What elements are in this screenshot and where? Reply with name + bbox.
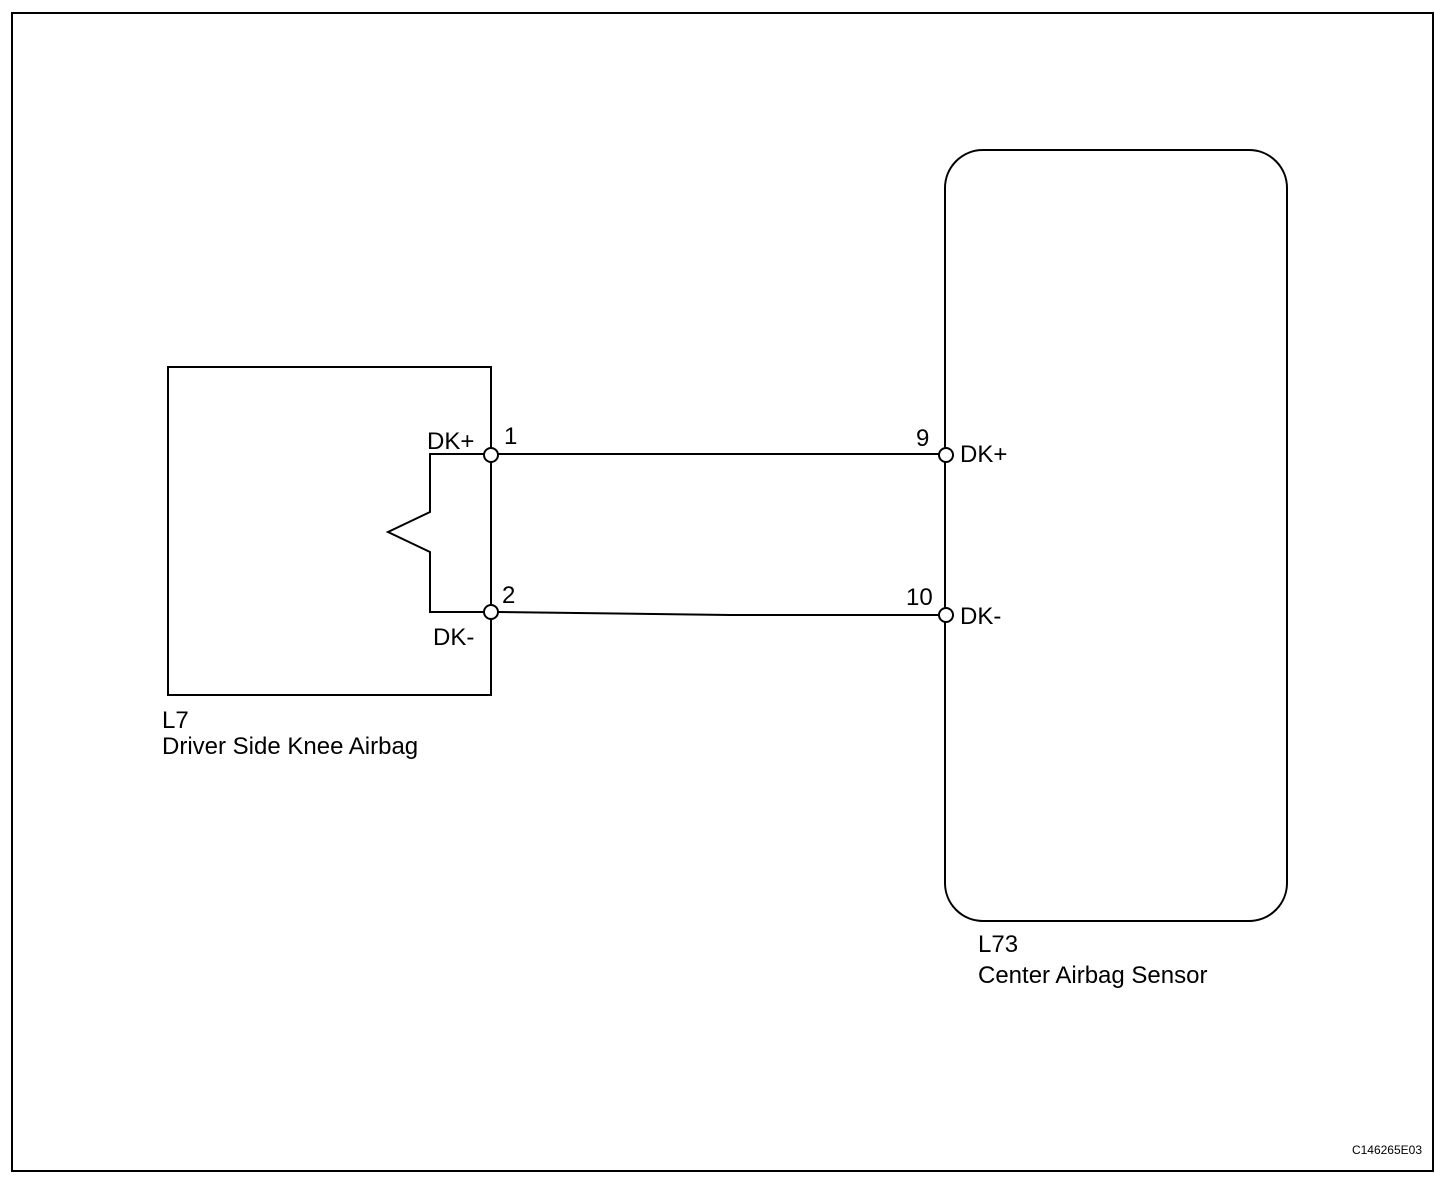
l7-code: L7 <box>162 707 189 734</box>
squib-symbol <box>385 453 484 613</box>
figure-code: C146265E03 <box>1352 1143 1422 1157</box>
l73-code: L73 <box>978 931 1018 958</box>
l73-signal-dk-minus: DK- <box>960 603 1001 630</box>
l73-pin-9: 9 <box>916 425 929 452</box>
l7-pin-1: 1 <box>504 423 517 450</box>
l73-pin-10: 10 <box>906 584 933 611</box>
terminal-l7-pin1 <box>483 447 499 463</box>
wire-dk-minus <box>497 611 939 616</box>
l73-signal-dk-plus: DK+ <box>960 441 1007 468</box>
l7-name: Driver Side Knee Airbag <box>162 733 418 760</box>
knee-airbag-box <box>167 366 492 696</box>
l7-pin-2: 2 <box>502 582 515 609</box>
l7-signal-dk-minus: DK- <box>433 624 474 651</box>
center-airbag-sensor-box <box>944 149 1288 922</box>
terminal-l73-pin9 <box>938 447 954 463</box>
terminal-l7-pin2 <box>483 604 499 620</box>
l73-name: Center Airbag Sensor <box>978 962 1207 989</box>
l7-signal-dk-plus: DK+ <box>427 428 474 455</box>
terminal-l73-pin10 <box>938 607 954 623</box>
diagram-frame <box>11 12 1434 1172</box>
